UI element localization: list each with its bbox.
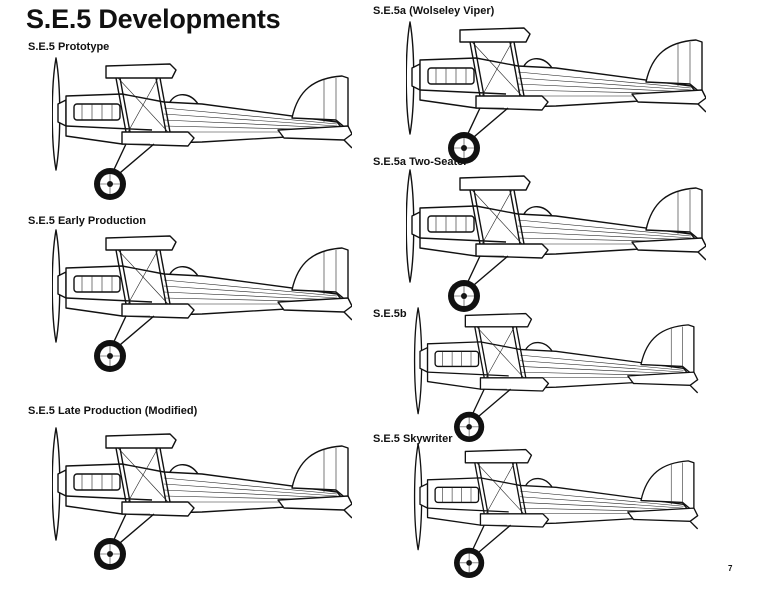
caption-se5-early-production: S.E.5 Early Production <box>28 215 146 227</box>
caption-se5-late-production: S.E.5 Late Production (Modified) <box>28 405 198 417</box>
se5-skywriter-drawing <box>413 443 699 578</box>
page-number: 7 <box>728 564 733 573</box>
se5a-two-seater-drawing <box>406 169 706 312</box>
caption-se5-skywriter: S.E.5 Skywriter <box>373 433 453 445</box>
caption-se5a-wolseley-viper: S.E.5a (Wolseley Viper) <box>373 5 495 17</box>
se5-prototype-drawing <box>52 57 352 200</box>
caption-se5a-two-seater: S.E.5a Two-Seater <box>373 156 468 168</box>
page-title: S.E.5 Developments <box>26 4 281 34</box>
se5b-drawing <box>413 307 699 442</box>
caption-se5b: S.E.5b <box>373 308 407 320</box>
caption-se5-prototype: S.E.5 Prototype <box>28 41 110 53</box>
se5a-wolseley-viper-drawing <box>406 21 706 164</box>
se5-late-production-drawing <box>52 427 352 570</box>
se5-early-production-drawing <box>52 229 352 372</box>
